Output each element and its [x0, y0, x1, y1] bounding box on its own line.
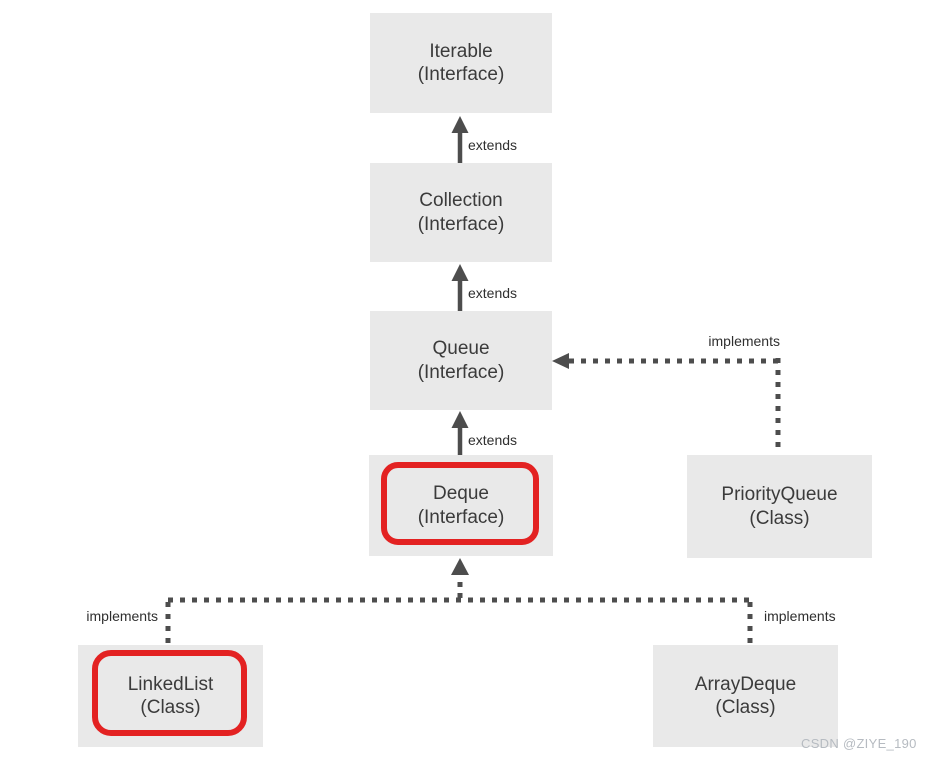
arrowhead-left-icon	[552, 353, 569, 369]
edge-queue-extends-collection: extends	[451, 264, 517, 311]
edge-deque-extends-queue: extends	[451, 411, 517, 455]
highlight-ring-deque	[381, 462, 539, 545]
node-label: PriorityQueue (Class)	[721, 483, 837, 529]
node-kind: (Interface)	[417, 361, 505, 383]
highlight-ring-linkedlist	[92, 650, 247, 736]
node-priorityqueue-class: PriorityQueue (Class)	[687, 455, 872, 558]
node-label: Deque (Interface)	[418, 482, 505, 528]
node-kind: (Interface)	[417, 213, 505, 235]
edge-label-implements-priorityqueue: implements	[708, 333, 780, 349]
edge-implements-tree-deque: implements implements	[86, 558, 836, 643]
node-linkedlist-class: LinkedList (Class)	[78, 645, 263, 747]
node-arraydeque-class: ArrayDeque (Class)	[653, 645, 838, 747]
node-name: Queue	[432, 338, 490, 360]
node-label: Collection (Interface)	[418, 189, 505, 235]
node-name: Collection	[419, 190, 503, 212]
node-kind: (Class)	[140, 697, 201, 718]
node-queue-interface: Queue (Interface)	[370, 311, 552, 410]
node-name: LinkedList	[127, 673, 214, 695]
node-label: Iterable (Interface)	[418, 40, 505, 86]
csdn-watermark: CSDN @ZIYE_190	[801, 736, 917, 751]
node-kind: (Class)	[715, 697, 776, 718]
node-name: ArrayDeque	[694, 673, 797, 695]
edge-label-implements-linkedlist: implements	[86, 608, 158, 624]
node-kind: (Interface)	[417, 64, 505, 85]
edge-label-implements-arraydeque: implements	[764, 608, 836, 624]
node-name: PriorityQueue	[721, 484, 838, 506]
edge-label-extends-3: extends	[468, 432, 517, 448]
arrowhead-up-icon	[451, 264, 469, 281]
node-collection-interface: Collection (Interface)	[370, 163, 552, 262]
node-name: Iterable	[429, 40, 493, 62]
node-iterable-interface: Iterable (Interface)	[370, 13, 552, 113]
node-kind: (Class)	[749, 507, 810, 529]
arrowhead-up-icon	[451, 116, 469, 133]
edge-priorityqueue-implements-queue: implements	[552, 333, 781, 452]
node-label: LinkedList (Class)	[128, 673, 214, 719]
edge-collection-extends-iterable: extends	[451, 116, 517, 163]
arrowhead-up-icon	[451, 411, 469, 428]
node-label: Queue (Interface)	[418, 337, 505, 383]
node-deque-interface: Deque (Interface)	[369, 455, 553, 556]
node-name: Deque	[433, 483, 489, 505]
arrowhead-up-icon	[451, 558, 469, 575]
edge-label-extends-2: extends	[468, 285, 517, 301]
edge-label-extends-1: extends	[468, 137, 517, 153]
node-label: ArrayDeque (Class)	[695, 673, 796, 719]
node-kind: (Interface)	[417, 506, 505, 528]
